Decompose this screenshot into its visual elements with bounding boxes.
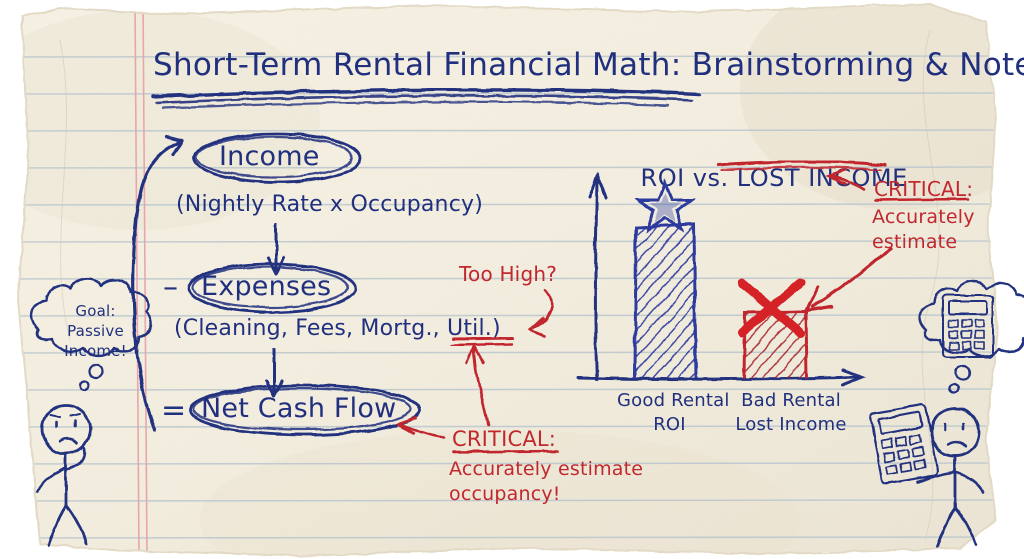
- left-bubble-line3: Income!: [64, 342, 127, 360]
- node-expenses-label: Expenses: [201, 271, 332, 302]
- left-bubble-line2: Passive: [67, 322, 124, 340]
- critical-right-heading: CRITICAL:: [874, 177, 974, 201]
- chart-category-bad-line1: Bad Rental: [741, 390, 841, 411]
- node-income-label: Income: [219, 141, 320, 172]
- cross-x-icon: [737, 278, 805, 338]
- critical-left-heading: CRITICAL:: [452, 427, 557, 451]
- margin-rule: [134, 4, 148, 556]
- page-title: Short-Term Rental Financial Math: Brains…: [153, 47, 1024, 83]
- operator-minus: –: [163, 270, 179, 305]
- node-expenses-detail: (Cleaning, Fees, Mortg., Util.): [174, 316, 501, 341]
- node-income-detail: (Nightly Rate x Occupancy): [176, 192, 484, 217]
- node-net-cash-flow-label: Net Cash Flow: [201, 393, 397, 424]
- thought-bubble-right: [918, 280, 1024, 358]
- chart-category-good-line2: ROI: [653, 414, 686, 435]
- critical-left-line1: Accurately estimate: [449, 458, 644, 480]
- left-bubble-line1: Goal:: [75, 302, 116, 320]
- annotation-too-high: Too High?: [459, 262, 558, 286]
- chart-category-bad-line2: Lost Income: [735, 414, 847, 435]
- ruled-lines: [18, 55, 998, 539]
- critical-right-line2: estimate: [872, 231, 958, 253]
- operator-equals: =: [161, 393, 187, 428]
- critical-left-line2: occupancy!: [449, 483, 561, 505]
- calculator-icon-held: [869, 403, 938, 485]
- thought-bubble-left: [30, 277, 153, 358]
- bar-good-rental-roi: [633, 222, 698, 379]
- star-icon: [634, 177, 696, 233]
- calculator-icon-bubble: [942, 294, 994, 358]
- critical-right-line1: Accurately: [872, 206, 975, 228]
- chart-category-good-line1: Good Rental: [617, 390, 730, 411]
